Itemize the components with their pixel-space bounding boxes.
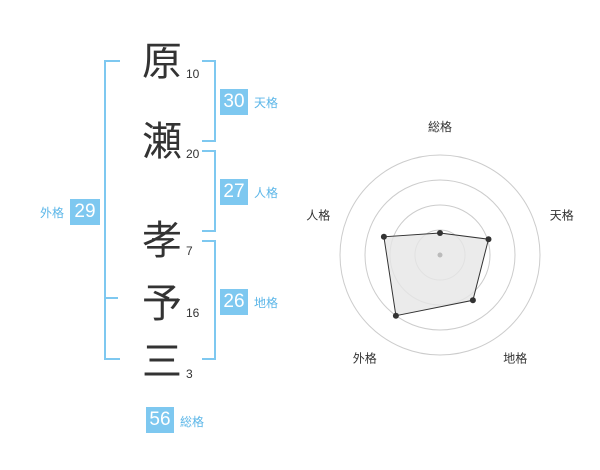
name-char-5: 三 [142,339,182,385]
gaikaku-value-box: 29 [70,199,100,225]
jinkaku-bracket [202,150,216,232]
radar-point [469,297,476,304]
stroke-count-5: 3 [186,367,193,381]
radar-point [380,233,387,240]
stroke-count-1: 10 [186,67,200,81]
gaikaku-bracket [104,60,120,360]
radar-axis-label: 人格 [306,207,330,222]
radar-area [383,232,490,317]
chikaku-value-box: 26 [220,289,248,315]
gaikaku-bracket-divider [106,297,118,299]
stroke-count-3: 7 [186,244,193,258]
tenkaku-label: 天格 [254,96,279,110]
chikaku-label: 地格 [254,296,279,310]
radar-axis-label: 地格 [503,351,527,366]
tenkaku-bracket [202,60,216,142]
radar-axis-label: 外格 [353,351,377,366]
radar-ring [364,179,516,331]
name-char-1: 原 [142,39,182,85]
radar-axis-label: 総格 [428,119,452,134]
radar-center-dot [437,252,443,258]
jinkaku-label: 人格 [254,186,279,200]
radar-point [437,230,443,236]
tenkaku-value-box: 30 [220,89,248,115]
stroke-count-2: 20 [186,147,200,161]
radar-axis-label: 天格 [550,207,574,222]
name-char-3: 孝 [142,218,182,264]
name-char-2: 瀬 [142,119,182,165]
radar-ring [339,154,541,356]
chikaku-bracket [202,240,216,360]
jinkaku-value-box: 27 [220,179,248,205]
soukaku-label: 総格 [180,415,205,429]
stroke-count-4: 16 [186,306,200,320]
radar-point [392,312,399,319]
gaikaku-label: 外格 [40,206,65,220]
soukaku-value-box: 56 [146,407,174,433]
radar-point [485,236,492,243]
name-char-4: 予 [142,281,182,327]
